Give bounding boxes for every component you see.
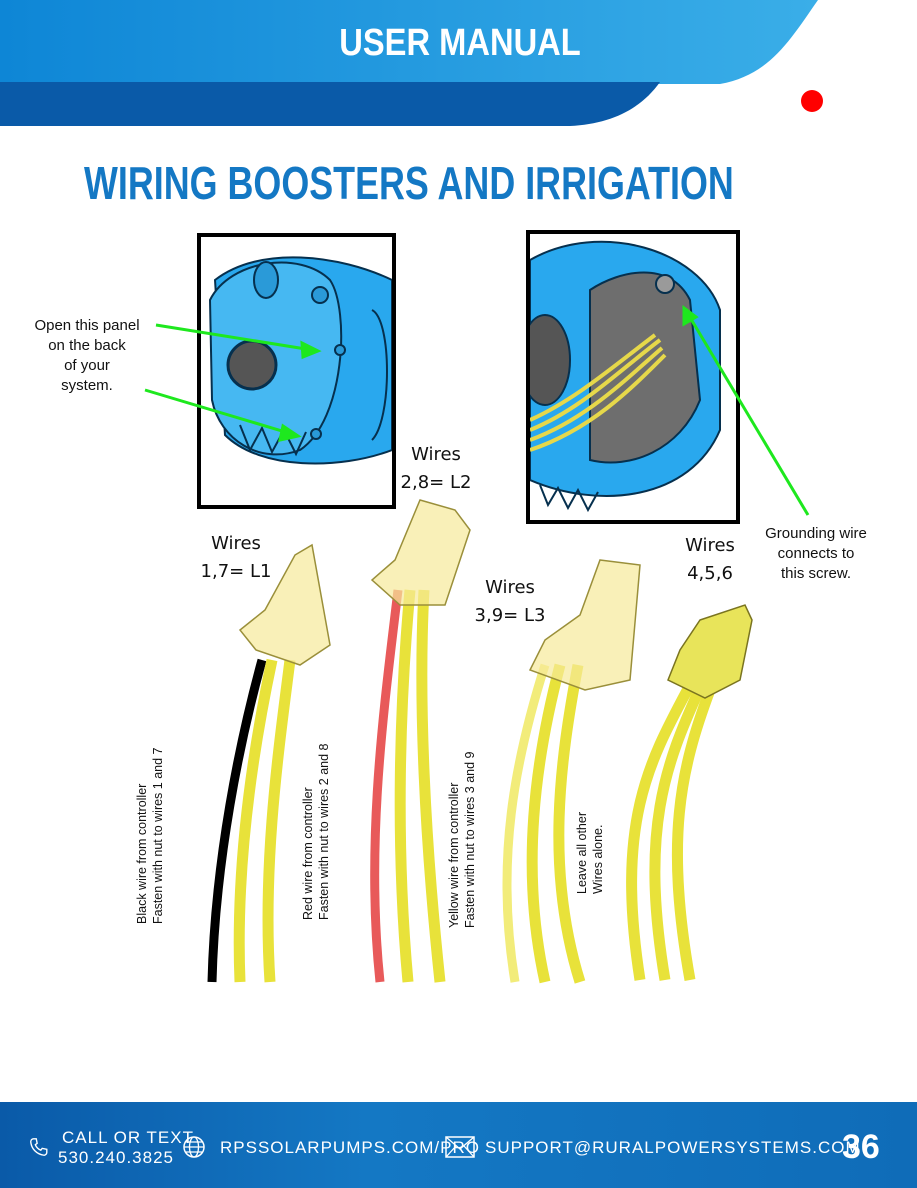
note-line: Yellow wire from controller (447, 782, 461, 928)
grounding-callout: Grounding wire connects to this screw. (748, 524, 884, 584)
callout-line: connects to (777, 545, 855, 562)
wire-bundle-l1 (207, 543, 331, 983)
wire-label-value: 3,9= L3 (474, 605, 546, 626)
wire-label-title: Wires (685, 535, 735, 556)
note-line: Fasten with nut to wires 2 and 8 (317, 743, 331, 920)
callout-line: Grounding wire (765, 525, 867, 542)
page-title: WIRING BOOSTERS AND IRRIGATION (84, 157, 734, 209)
call-label: CALL OR TEXT (62, 1128, 194, 1147)
note-line: Leave all other (575, 811, 589, 894)
callout-line: this screw. (780, 565, 852, 582)
note-line: Wires alone. (591, 824, 605, 894)
callout-line: system. (61, 377, 113, 394)
green-arrows (144, 305, 810, 516)
wire-label-title: Wires (485, 577, 535, 598)
wire-bundle-l2 (370, 499, 471, 983)
wire-bundle-others (626, 604, 753, 981)
header-title: USER MANUAL (339, 22, 581, 64)
callout-line: Open this panel (34, 317, 140, 334)
wire-label-value: 2,8= L2 (400, 472, 472, 493)
note-line: Fasten with nut to wires 1 and 7 (151, 747, 165, 924)
email-link[interactable]: SUPPORT@RURALPOWERSYSTEMS.COM (485, 1138, 861, 1157)
pump-open-image (526, 230, 740, 524)
note-l3: Yellow wire from controller Fasten with … (446, 752, 478, 928)
note-line: Red wire from controller (301, 787, 315, 920)
wire-label-others: Wires 4,5,6 (672, 532, 748, 588)
globe-icon (183, 1136, 205, 1158)
note-line: Fasten with nut to wires 3 and 9 (463, 751, 477, 928)
wire-bundle-l3 (502, 559, 641, 984)
phone-number[interactable]: 530.240.3825 (58, 1148, 174, 1167)
wire-label-value: 4,5,6 (687, 563, 733, 584)
wire-label-l2: Wires 2,8= L2 (394, 441, 478, 497)
wire-label-title: Wires (211, 533, 261, 554)
note-line: Black wire from controller (135, 783, 149, 924)
website-link[interactable]: RPSSOLARPUMPS.COM/PRO (220, 1138, 480, 1157)
wire-label-value: 1,7= L1 (200, 561, 272, 582)
note-others: Leave all other Wires alone. (574, 812, 606, 894)
note-l2: Red wire from controller Fasten with nut… (300, 744, 332, 920)
callout-line: on the back (48, 337, 126, 354)
open-panel-callout: Open this panel on the back of your syst… (18, 316, 156, 396)
red-marker-dot (801, 90, 823, 112)
page-number: 36 (842, 1128, 880, 1166)
pump-back-image (197, 233, 396, 509)
email-icon (445, 1136, 475, 1158)
note-l1: Black wire from controller Fasten with n… (134, 748, 166, 924)
header-banner (0, 0, 818, 126)
wire-label-title: Wires (411, 444, 461, 465)
phone-icon (30, 1138, 48, 1156)
wire-label-l1: Wires 1,7= L1 (196, 530, 276, 586)
callout-line: of your (64, 357, 110, 374)
wiring-illustration (144, 230, 810, 984)
wire-label-l3: Wires 3,9= L3 (468, 574, 552, 630)
footer-bar: CALL OR TEXT 530.240.3825 RPSSOLARPUMPS.… (0, 1102, 917, 1188)
